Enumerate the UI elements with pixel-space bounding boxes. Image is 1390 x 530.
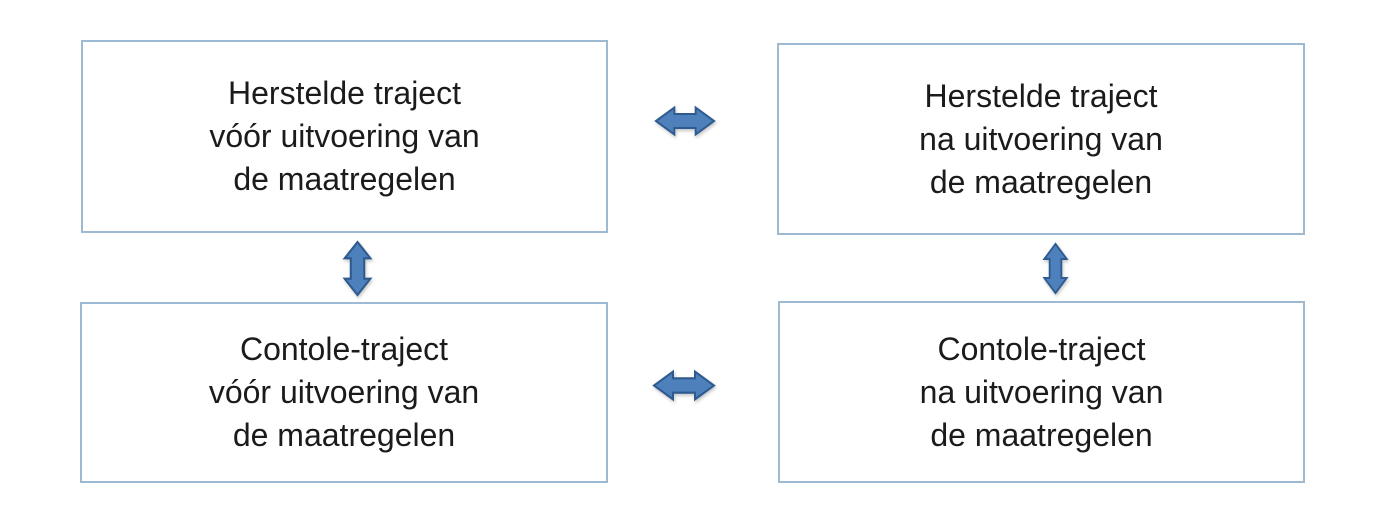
box-herstelde-traject-voor: Herstelde traject vóór uitvoering van de… [81, 40, 608, 233]
up-down-arrow-icon [342, 240, 373, 297]
up-down-arrow-icon [1042, 242, 1069, 295]
box-contole-traject-na: Contole-traject na uitvoering van de maa… [778, 301, 1305, 483]
box-herstelde-traject-voor-label: Herstelde traject vóór uitvoering van de… [209, 75, 480, 197]
box-herstelde-traject-na-label: Herstelde traject na uitvoering van de m… [919, 77, 1163, 200]
box-herstelde-traject-na: Herstelde traject na uitvoering van de m… [777, 43, 1305, 235]
box-contole-traject-na-label: Contole-traject na uitvoering van de maa… [919, 330, 1164, 453]
box-contole-traject-voor: Contole-traject vóór uitvoering van de m… [80, 302, 608, 483]
left-right-arrow-icon [654, 105, 716, 137]
left-right-arrow-icon [652, 369, 716, 402]
box-contole-traject-voor-label: Contole-traject vóór uitvoering van de m… [208, 331, 480, 453]
